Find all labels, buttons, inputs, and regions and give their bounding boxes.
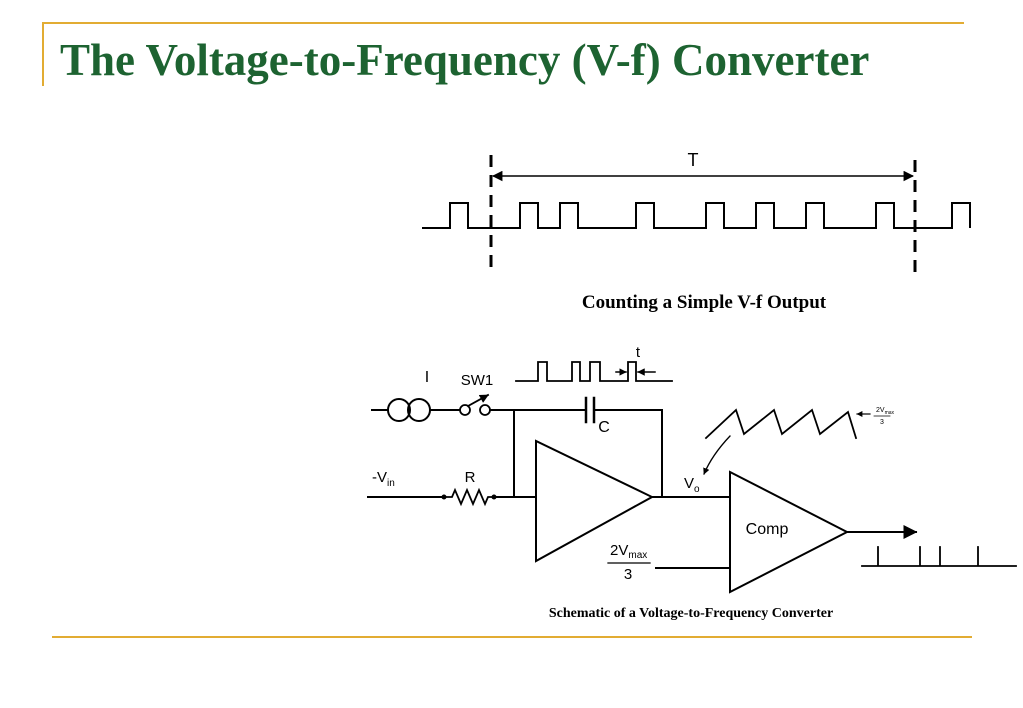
- resistor-label: R: [465, 469, 476, 486]
- resistor: [443, 487, 495, 507]
- integrator-opamp: [535, 439, 655, 563]
- switch-contact-right: [479, 404, 491, 416]
- switch-contact-left: [459, 404, 471, 416]
- input-voltage-subscript: in: [387, 478, 395, 489]
- threshold-numerator: 2Vmax: [610, 542, 647, 561]
- period-label: T: [688, 150, 699, 170]
- pulse-width-label: t: [636, 344, 641, 361]
- small-threshold-subscript: max: [885, 410, 895, 416]
- top-rule: [42, 22, 964, 24]
- small-threshold-symbol: 2V: [876, 407, 885, 414]
- switch-lever: [466, 393, 490, 408]
- timing-caption: Counting a Simple V-f Output: [582, 292, 827, 313]
- bottom-rule: [52, 636, 972, 638]
- capacitor-label: C: [598, 419, 610, 436]
- schematic-caption: Schematic of a Voltage-to-Frequency Conv…: [549, 606, 833, 621]
- output-spike-train: [861, 546, 1017, 567]
- switch-pulse-waveform: [515, 361, 673, 382]
- input-voltage-label: -Vin: [372, 469, 395, 489]
- slide-title: The Voltage-to-Frequency (V-f) Converter: [60, 35, 870, 85]
- switch-label: SW1: [461, 372, 494, 389]
- current-source-circle-left: [387, 398, 411, 422]
- comparator-label: Comp: [746, 521, 789, 538]
- current-source-circle-right: [407, 398, 431, 422]
- timing-diagram: T Counting a Simple V-f Output: [422, 150, 971, 313]
- threshold-subscript: max: [628, 550, 647, 561]
- output-voltage-subscript: o: [694, 484, 700, 495]
- threshold-symbol: 2V: [610, 542, 628, 559]
- comparator: [729, 470, 850, 594]
- small-threshold-numerator: 2Vmax: [876, 407, 895, 416]
- schematic: t I SW1 C -Vin: [367, 344, 1017, 621]
- sawtooth-waveform: [704, 408, 858, 440]
- threshold-denominator: 3: [624, 566, 632, 583]
- small-threshold-denominator: 3: [880, 419, 884, 426]
- output-voltage-label: Vo: [684, 475, 700, 495]
- sawtooth-pointer-arrow: [703, 435, 731, 475]
- input-voltage-symbol: -V: [372, 469, 387, 486]
- output-voltage-symbol: V: [684, 475, 694, 492]
- current-source-label: I: [425, 369, 429, 386]
- left-accent-bar: [42, 22, 44, 86]
- pulse-train: [422, 202, 971, 229]
